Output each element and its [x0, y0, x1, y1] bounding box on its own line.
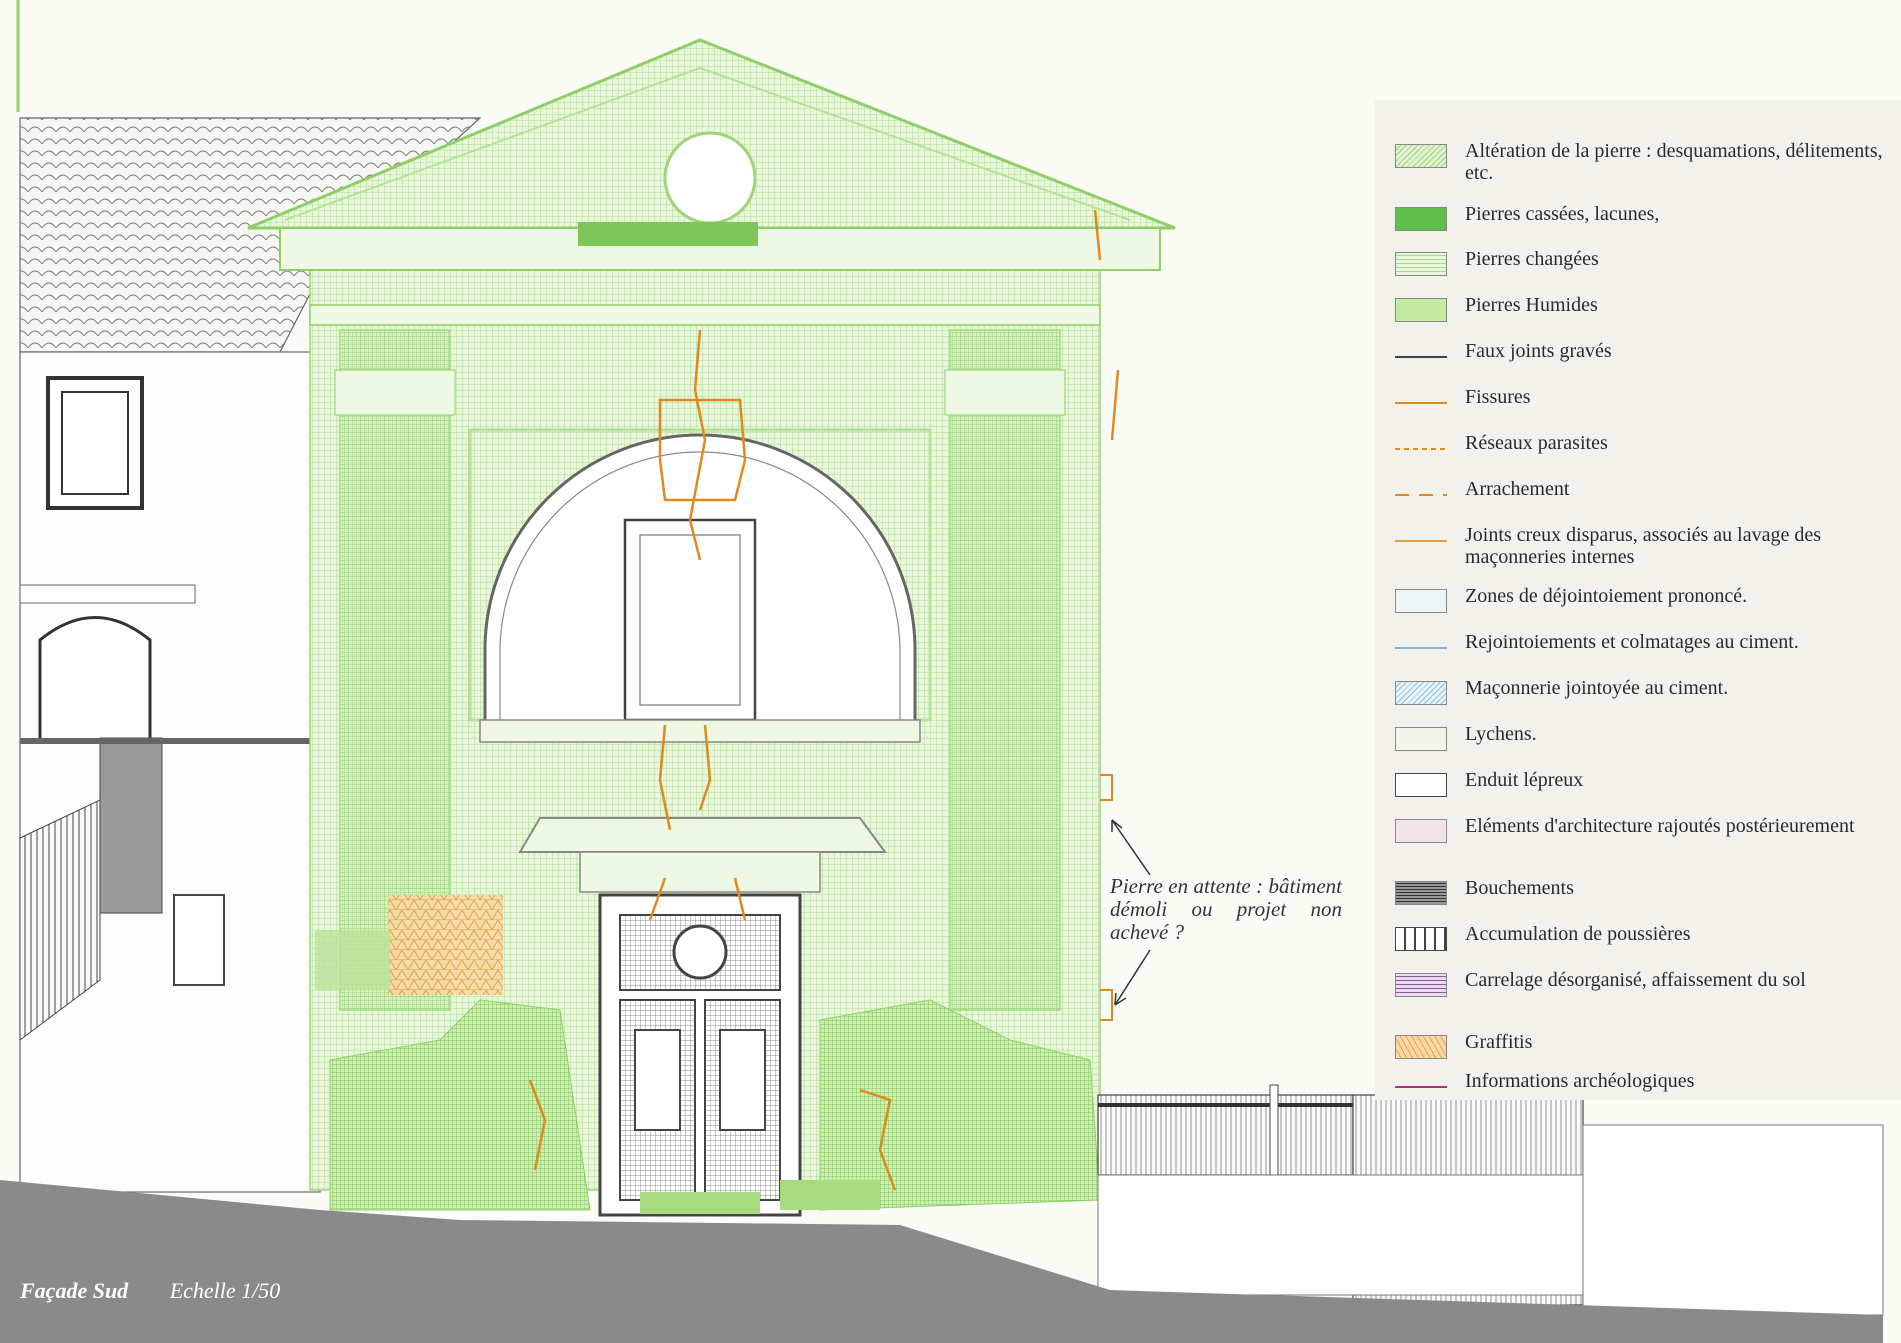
legend-label: Réseaux parasites — [1465, 432, 1608, 454]
legend-label: Altération de la pierre : desquamations,… — [1465, 140, 1883, 184]
graffiti-zone — [388, 895, 503, 995]
legend-swatch — [1395, 298, 1447, 322]
legend-swatch — [1395, 1086, 1447, 1088]
arched-window — [38, 616, 152, 738]
legend-swatch — [1395, 494, 1447, 496]
oculus — [663, 131, 757, 225]
neighbour-building — [19, 117, 482, 1193]
lower-stone-block — [173, 894, 225, 986]
legend-swatch — [1395, 881, 1447, 905]
legend-swatch — [1395, 540, 1447, 542]
legend-item: Eléments d'architecture rajoutés postéri… — [1395, 815, 1885, 843]
legend-item: Pierres cassées, lacunes, — [1395, 203, 1885, 231]
legend-label: Rejointoiements et colmatages au ciment. — [1465, 631, 1799, 653]
fence — [1097, 1084, 1884, 1316]
annotation-text: Pierre en attente : bâtiment démoli ou p… — [1110, 874, 1342, 944]
legend-item: Maçonnerie jointoyée au ciment. — [1395, 677, 1885, 705]
legend-swatch — [1395, 252, 1447, 276]
legend-label: Arrachement — [1465, 478, 1570, 500]
ground — [0, 1180, 1883, 1343]
legend-item: Fissures — [1395, 386, 1885, 408]
lower-left-damage — [329, 999, 591, 1211]
legend-swatch — [1395, 448, 1447, 450]
caption-scale: Echelle 1/50 — [169, 1278, 281, 1303]
legend-label: Informations archéologiques — [1465, 1070, 1695, 1092]
legend-swatch — [1395, 773, 1447, 797]
legend-label: Carrelage désorganisé, affaissement du s… — [1465, 969, 1806, 991]
legend-item: Rejointoiements et colmatages au ciment. — [1395, 631, 1885, 653]
door-cornice — [518, 817, 887, 853]
annotation-arrows — [1111, 819, 1151, 1006]
roof-tiles — [19, 117, 482, 353]
upper-window — [46, 376, 144, 510]
legend-label: Lychens. — [1465, 723, 1537, 745]
legend-item: Réseaux parasites — [1395, 432, 1885, 454]
stair-block — [99, 737, 163, 914]
legend-swatch — [1395, 927, 1447, 951]
figure-caption: Façade Sud Echelle 1/50 — [20, 1278, 280, 1304]
legend-label: Fissures — [1465, 386, 1531, 408]
stair-railing — [19, 799, 101, 1041]
legend-label: Maçonnerie jointoyée au ciment. — [1465, 677, 1729, 699]
legend-item: Graffitis — [1395, 1031, 1885, 1059]
legend-item: Pierres Humides — [1395, 294, 1885, 322]
right-pilaster — [949, 329, 1061, 1011]
legend-swatch — [1395, 1035, 1447, 1059]
legend-label: Pierres changées — [1465, 248, 1599, 270]
legend-item: Accumulation de poussières — [1395, 923, 1885, 951]
legend-panel — [1375, 100, 1901, 1100]
crack-lines — [528, 209, 1120, 1191]
chapel-facade — [247, 38, 1176, 1217]
legend-swatch — [1395, 144, 1447, 168]
caption-title: Façade Sud — [20, 1278, 129, 1303]
legend-label: Accumulation de poussières — [1465, 923, 1691, 945]
legend-item: Altération de la pierre : desquamations,… — [1395, 140, 1885, 184]
legend-item: Carrelage désorganisé, affaissement du s… — [1395, 969, 1885, 997]
legend-label: Pierres Humides — [1465, 294, 1598, 316]
legend-item: Arrachement — [1395, 478, 1885, 500]
legend-label: Bouchements — [1465, 877, 1574, 899]
legend-item: Bouchements — [1395, 877, 1885, 905]
legend-swatch — [1395, 819, 1447, 843]
legend-swatch — [1395, 356, 1447, 358]
legend-swatch — [1395, 727, 1447, 751]
attente-stones — [1100, 774, 1113, 1021]
legend-swatch — [1395, 402, 1447, 404]
legend-item: Lychens. — [1395, 723, 1885, 751]
legend-item: Joints creux disparus, associés au lavag… — [1395, 524, 1885, 568]
arch-tablet — [623, 518, 757, 722]
legend-item: Faux joints gravés — [1395, 340, 1885, 362]
legend-label: Zones de déjointoiement prononcé. — [1465, 585, 1748, 607]
legend-item: Enduit lépreux — [1395, 769, 1885, 797]
legend-label: Joints creux disparus, associés au lavag… — [1465, 524, 1822, 568]
legend-item: Informations archéologiques — [1395, 1070, 1885, 1092]
legend-label: Graffitis — [1465, 1031, 1533, 1053]
legend-item: Pierres changées — [1395, 248, 1885, 276]
legend-swatch — [1395, 589, 1447, 613]
legend-label: Pierres cassées, lacunes, — [1465, 203, 1660, 225]
legend-label: Enduit lépreux — [1465, 769, 1584, 791]
legend-swatch — [1395, 207, 1447, 231]
legend-swatch — [1395, 973, 1447, 997]
pediment-damaged-zone — [578, 222, 758, 246]
legend-item: Zones de déjointoiement prononcé. — [1395, 585, 1885, 613]
legend-label: Faux joints gravés — [1465, 340, 1612, 362]
legend-swatch — [1395, 681, 1447, 705]
legend-label: Eléments d'architecture rajoutés postéri… — [1465, 815, 1855, 837]
legend-swatch — [1395, 647, 1447, 649]
